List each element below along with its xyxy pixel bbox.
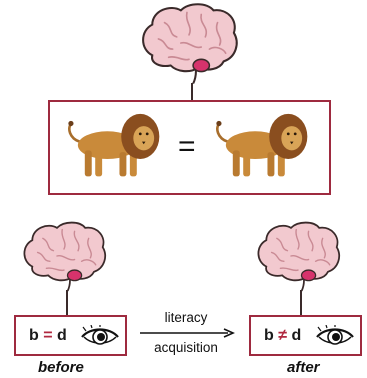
arrow-right-icon [140, 328, 235, 338]
brain-icon [138, 2, 240, 84]
before-caption: before [38, 359, 84, 376]
before-right: d [57, 327, 67, 344]
lion-icon [212, 106, 316, 186]
after-caption: after [287, 359, 320, 376]
connector-line [191, 83, 193, 100]
arrow-label-line2: acquisition [154, 340, 218, 355]
arrow-label-line1: literacy [164, 310, 208, 325]
equals-symbol: = [178, 130, 196, 163]
before-left: b [29, 327, 39, 344]
connector-line [66, 290, 68, 315]
connector-line [300, 290, 302, 315]
top-lion-panel: = [48, 100, 331, 195]
brain-icon [254, 220, 342, 292]
after-box: b ≠ d [249, 315, 362, 356]
brain-icon [20, 220, 108, 292]
before-equation: b = d [29, 327, 67, 345]
after-left: b [264, 327, 274, 344]
eye-icon [315, 325, 355, 349]
before-operator: = [43, 327, 53, 344]
after-equation: b ≠ d [264, 327, 301, 345]
after-right: d [291, 327, 302, 344]
before-box: b = d [14, 315, 127, 356]
eye-icon [80, 325, 120, 349]
after-operator: ≠ [278, 327, 288, 344]
lion-icon [64, 106, 168, 186]
